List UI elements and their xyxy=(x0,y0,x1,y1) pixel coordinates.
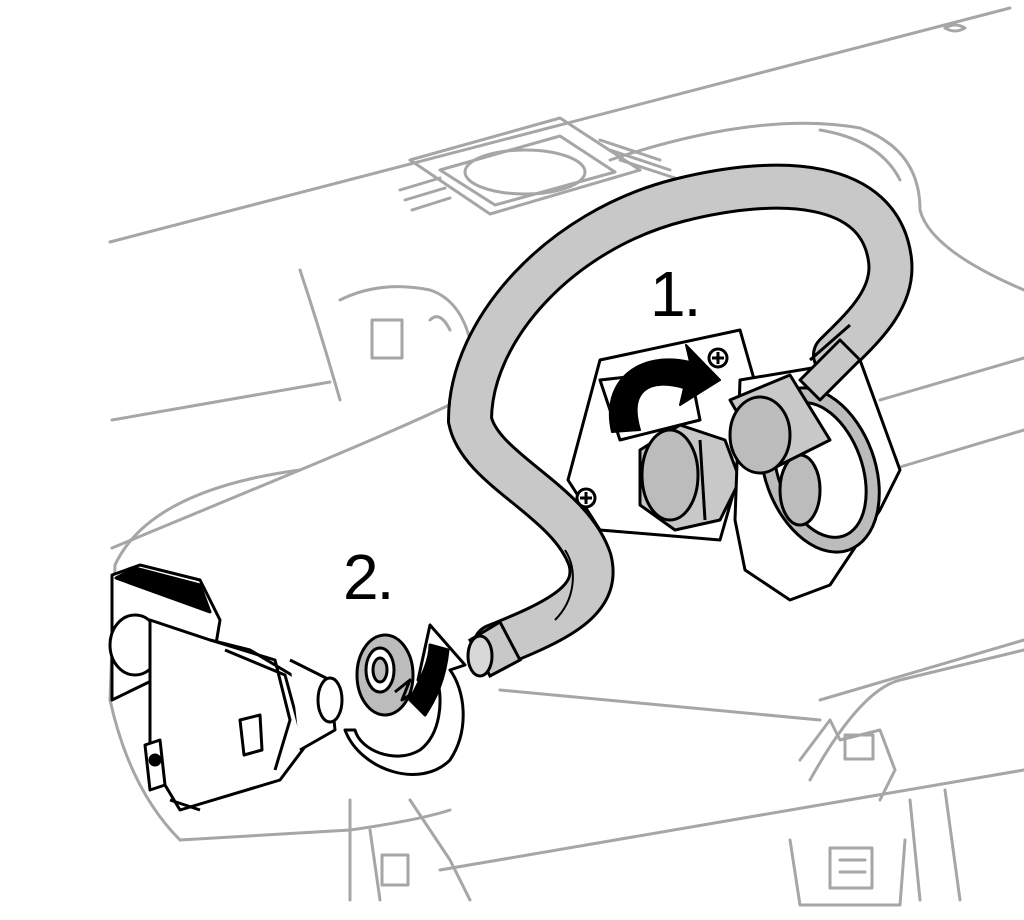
machine-body-outline xyxy=(108,6,1024,907)
pump-housing xyxy=(108,563,344,812)
step-1-label: 1. xyxy=(650,258,701,330)
hose-end xyxy=(466,619,523,679)
step-2-label: 2. xyxy=(343,541,394,613)
rotation-arrow-cw xyxy=(343,623,467,776)
drain-hose xyxy=(446,163,914,669)
tap-valve xyxy=(638,323,902,602)
rotation-arrow-ccw xyxy=(609,344,721,433)
